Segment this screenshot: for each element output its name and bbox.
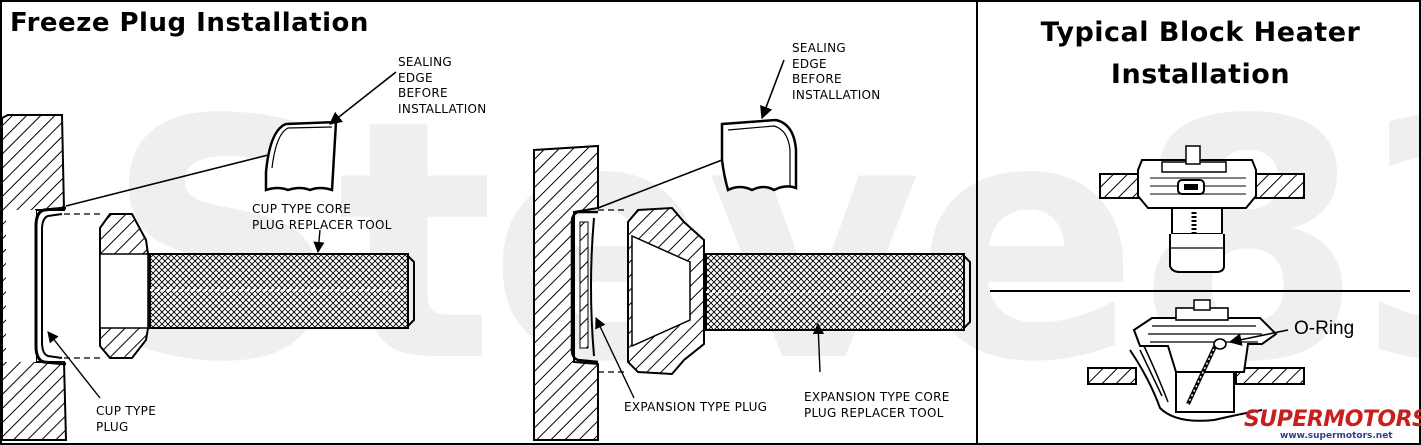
- label-cup-plug: CUP TYPE PLUG: [96, 404, 157, 434]
- label-sealing-edge-expansion: SEALING EDGE BEFORE INSTALLATION: [792, 41, 881, 102]
- cup-plug: [34, 206, 67, 366]
- title-block-heater: Typical Block Heater Installation: [1040, 17, 1361, 90]
- label-sealing-edge-cup: SEALING EDGE BEFORE INSTALLATION: [398, 55, 487, 116]
- expansion-plug-block: [533, 144, 599, 441]
- cup-tool: [64, 213, 415, 359]
- logo-url: www.supermotors.net: [1280, 431, 1393, 441]
- label-expansion-plug: EXPANSION TYPE PLUG: [624, 400, 768, 414]
- logo-text: SUPERMOTORS: [1244, 407, 1421, 432]
- heater-top: [1099, 145, 1305, 273]
- label-expansion-tool: EXPANSION TYPE CORE PLUG REPLACER TOOL: [804, 390, 950, 420]
- supermotors-logo: SUPERMOTORS www.supermotors.net: [1238, 407, 1421, 443]
- label-cup-tool: CUP TYPE CORE PLUG REPLACER TOOL: [252, 202, 392, 232]
- heater-side: [1087, 299, 1305, 422]
- label-o-ring: O-Ring: [1294, 318, 1355, 339]
- expansion-plug: [570, 210, 599, 364]
- expansion-sealing-edge-detail: [595, 59, 825, 399]
- cup-sealing-edge-detail: [47, 71, 397, 399]
- cup-plug-block: [1, 114, 68, 441]
- expansion-tool: [598, 206, 971, 376]
- title-freeze-plug: Freeze Plug Installation: [10, 8, 369, 38]
